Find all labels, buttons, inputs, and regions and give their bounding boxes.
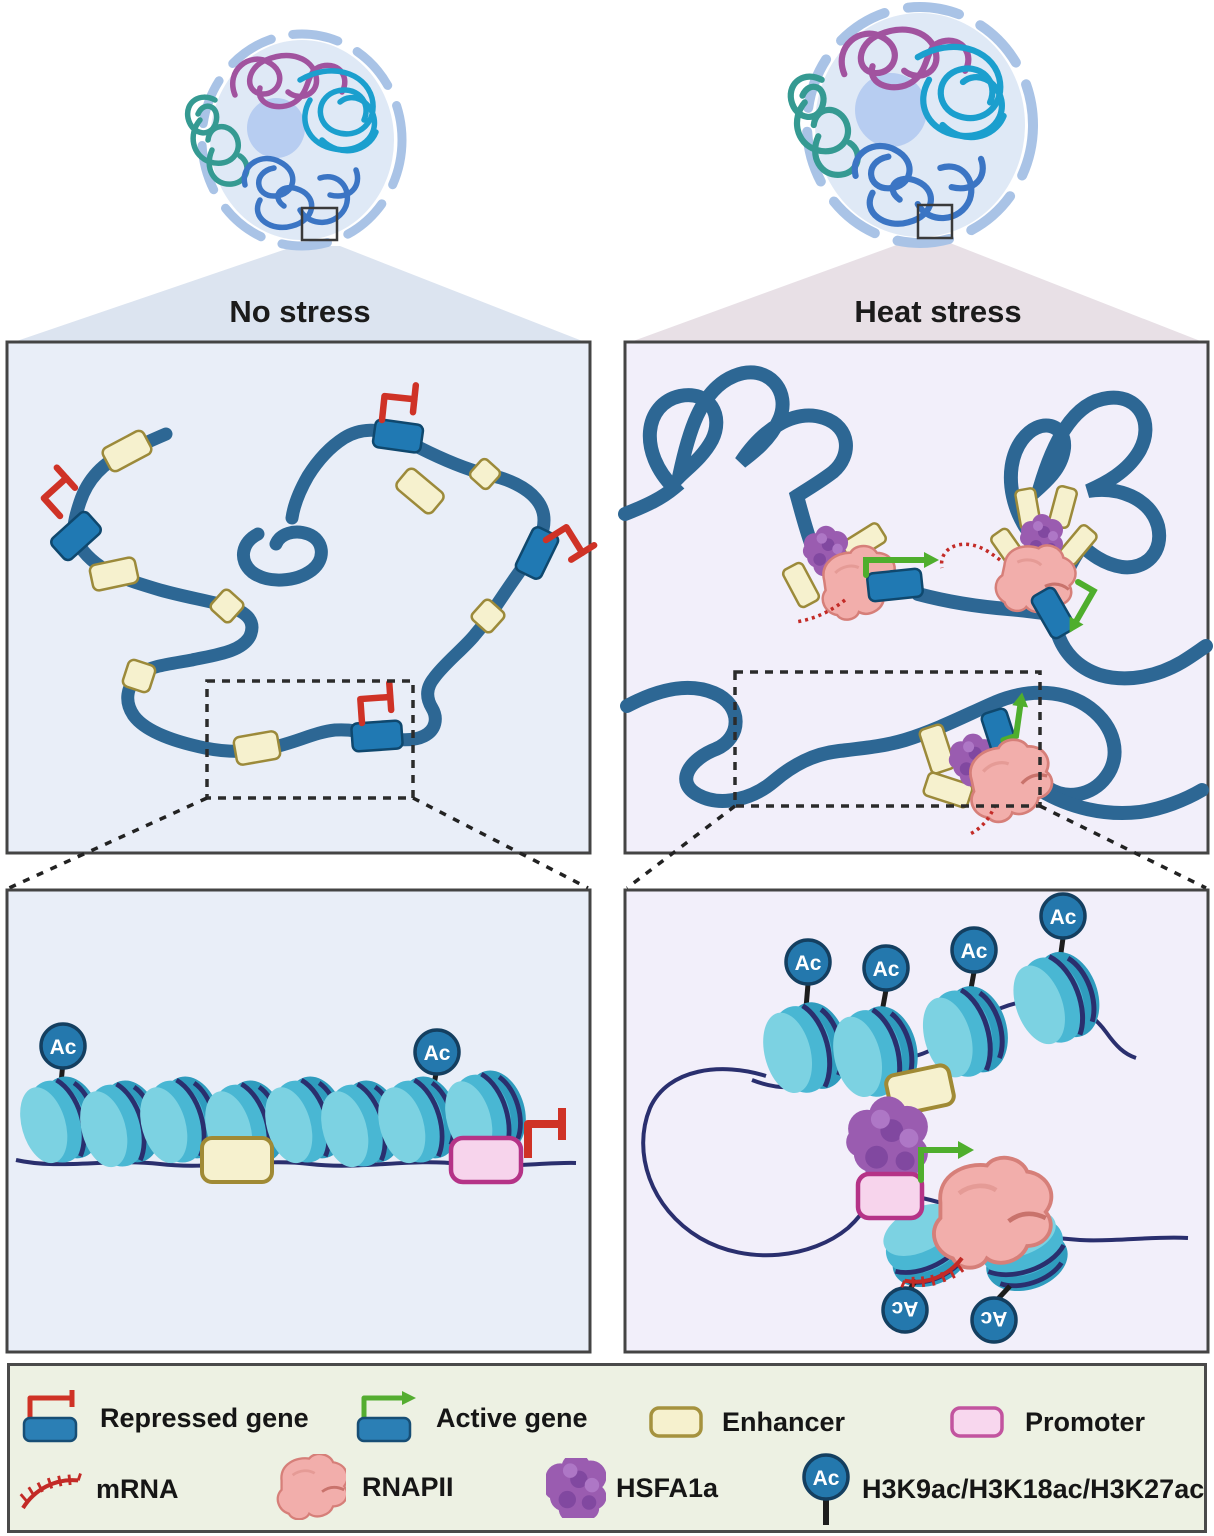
nucleus-heat-stress bbox=[791, 2, 1038, 248]
enhancer-marker bbox=[781, 561, 821, 609]
legend-item-h3-acetylation: Ac H3K9ac/H3K18ac/H3K27ac bbox=[801, 1450, 1204, 1528]
transcription-hub bbox=[939, 484, 1098, 640]
hsfa1a-icon bbox=[546, 1458, 606, 1518]
nucleolus bbox=[855, 73, 927, 147]
legend-label: mRNA bbox=[96, 1473, 179, 1504]
active-arrow bbox=[863, 557, 927, 578]
enhancer-icon bbox=[649, 1406, 703, 1438]
enhancer-marker bbox=[200, 1136, 274, 1184]
legend: Repressed gene Active gene Enhancer Prom… bbox=[7, 1363, 1207, 1533]
repressed-gene-icon bbox=[22, 1390, 78, 1443]
mrna-strand bbox=[939, 542, 1002, 569]
legend-item-hsfa1a: HSFA1a bbox=[546, 1458, 718, 1518]
mrna-icon bbox=[19, 1473, 82, 1510]
heat-stress-label: Heat stress bbox=[854, 294, 1021, 329]
legend-label: H3K9ac/H3K18ac/H3K27ac bbox=[862, 1473, 1205, 1504]
ac-mark bbox=[413, 1028, 461, 1076]
enhancer-marker bbox=[468, 457, 502, 491]
enhancer-marker bbox=[922, 771, 974, 809]
nucleus-no-stress bbox=[188, 29, 407, 251]
transcription-hub bbox=[918, 692, 1061, 836]
transcription-hub bbox=[781, 522, 939, 625]
panel-heat-stress-nucleosomes bbox=[623, 888, 1210, 1354]
rnapii-icon bbox=[276, 1454, 346, 1520]
enhancer-marker bbox=[121, 658, 157, 694]
active-gene-marker bbox=[1030, 586, 1076, 640]
heat-stress-funnel bbox=[625, 243, 1208, 344]
chromatin-fiber-curl bbox=[237, 525, 328, 587]
promoter-marker bbox=[448, 1135, 524, 1185]
legend-label: Repressed gene bbox=[100, 1402, 309, 1433]
no-stress-label: No stress bbox=[229, 294, 370, 329]
ac-lollipop-icon: Ac bbox=[802, 1453, 850, 1525]
legend-item-enhancer: Enhancer bbox=[648, 1404, 845, 1440]
enhancer-marker bbox=[918, 723, 956, 775]
legend-label: Promoter bbox=[1025, 1406, 1146, 1437]
active-gene-icon bbox=[356, 1391, 416, 1443]
ac-mark bbox=[881, 1286, 929, 1334]
repressed-gene-marker bbox=[350, 719, 404, 753]
active-arrow bbox=[1069, 579, 1098, 633]
legend-label: Enhancer bbox=[722, 1406, 846, 1437]
legend-item-repressed-gene: Repressed gene bbox=[20, 1390, 309, 1446]
ac-mark bbox=[1039, 892, 1087, 940]
promoter-marker bbox=[855, 1171, 925, 1221]
promoter-icon bbox=[950, 1406, 1004, 1438]
active-gene-marker bbox=[866, 567, 924, 603]
active-arrowhead bbox=[924, 552, 939, 568]
no-stress-funnel bbox=[8, 246, 590, 344]
ac-mark bbox=[39, 1022, 87, 1070]
legend-item-promoter: Promoter bbox=[949, 1404, 1145, 1440]
mrna-strand bbox=[969, 804, 997, 836]
legend-item-mrna: mRNA bbox=[18, 1462, 179, 1516]
enhancer-marker bbox=[209, 588, 245, 624]
repressed-gene-marker bbox=[50, 510, 102, 562]
enhancer-marker bbox=[88, 556, 140, 592]
active-arrow bbox=[1000, 692, 1029, 744]
ac-mark bbox=[784, 938, 832, 986]
repressed-symbol bbox=[524, 1108, 566, 1158]
nuclear-membrane bbox=[197, 29, 407, 251]
mrna-strand bbox=[794, 598, 847, 624]
zoom-region-marker bbox=[300, 206, 339, 242]
enhancer-marker bbox=[232, 730, 282, 766]
enhancer-marker bbox=[395, 467, 445, 515]
legend-label: HSFA1a bbox=[616, 1472, 719, 1503]
zoom-connector-lines bbox=[8, 796, 1207, 890]
panel-no-stress-chromatin bbox=[5, 340, 594, 855]
enhancer-marker bbox=[470, 598, 506, 634]
nuclear-membrane bbox=[802, 2, 1038, 248]
legend-item-rnapii: RNAPII bbox=[276, 1454, 454, 1520]
zoom-dotted-rect bbox=[733, 670, 1042, 808]
enhancer-marker bbox=[101, 429, 153, 473]
nucleolus bbox=[247, 98, 305, 158]
ac-label: Ac bbox=[813, 1467, 840, 1490]
repressed-gene-marker bbox=[371, 418, 425, 454]
active-arrow bbox=[918, 1141, 974, 1183]
legend-label: RNAPII bbox=[362, 1471, 454, 1502]
legend-label: Active gene bbox=[436, 1402, 588, 1433]
ac-mark bbox=[950, 926, 998, 974]
legend-item-active-gene: Active gene bbox=[354, 1390, 588, 1446]
ac-mark bbox=[862, 944, 910, 992]
ac-mark bbox=[970, 1296, 1018, 1344]
zoom-region-marker bbox=[916, 203, 954, 240]
zoom-dotted-rect bbox=[205, 679, 415, 800]
panel-heat-stress-chromatin bbox=[618, 340, 1213, 855]
panel-no-stress-nucleosomes bbox=[5, 888, 592, 1354]
